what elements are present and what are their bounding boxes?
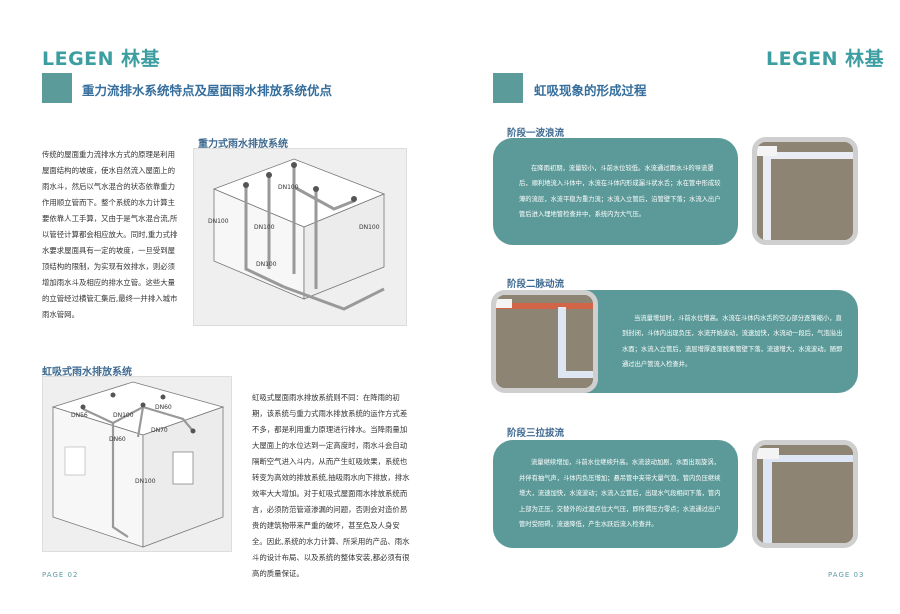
- siphon-diagram-title: 虹吸式雨水排放系统: [42, 367, 132, 378]
- page-number-right: PAGE 03: [828, 571, 865, 579]
- stage2-text: 当流量增加时，斗前水位增高。水流在斗体内水舌的空心部分逐渐缩小，直到封闭，斗体内…: [618, 296, 850, 387]
- section-title-right: 虹吸现象的形成过程: [534, 83, 647, 98]
- stage1-text: 在降雨初期，流量较小，斗前水位较低。水流通过雨水斗的导流罩后，顺利地流入斗体中，…: [519, 164, 721, 219]
- stage1-bubble: 在降雨初期，流量较小，斗前水位较低。水流通过雨水斗的导流罩后，顺利地流入斗体中，…: [493, 138, 738, 245]
- siphon-paragraph: 虹吸式屋面雨水排放系统则不同：在降雨的初期，该系统与重力式雨水排放系统的运作方式…: [252, 393, 410, 578]
- dn-label: DN100: [254, 224, 275, 231]
- intro-paragraph: 传统的屋面重力流排水方式的原理是利用屋面结构的坡度，使水自然流入屋面上的雨水斗，…: [42, 150, 178, 319]
- stage3-title: 阶段三拉拔流: [507, 428, 565, 439]
- dn-label: DN100: [135, 478, 156, 485]
- gravity-system-diagram: DN100 DN100 DN100 DN100 DN100: [193, 148, 407, 326]
- stage3-text: 流量继续增加，斗前水位继续升高。水流波动加剧，水面出现旋涡，并伴有抽气声，斗体内…: [519, 459, 721, 529]
- brand-logo-right: LEGEN 林基: [766, 48, 885, 70]
- stage2-text-content: 当流量增加时，斗前水位增高。水流在斗体内水舌的空心部分逐渐缩小，直到封闭，斗体内…: [622, 314, 843, 369]
- dn-label: DN56: [71, 412, 88, 419]
- dn-label: DN60: [109, 436, 126, 443]
- gravity-diagram-title: 重力式雨水排放系统: [198, 139, 288, 150]
- page-number-left: PAGE 02: [42, 571, 79, 579]
- stage1-photo: [752, 137, 858, 245]
- stage1-title: 阶段一波浪流: [507, 128, 565, 139]
- dn-label: DN60: [155, 404, 172, 411]
- dn-label: DN100: [278, 184, 299, 191]
- section-title-left: 重力流排水系统特点及屋面雨水排放系统优点: [82, 83, 333, 98]
- stage2-title: 阶段二脉动流: [507, 279, 565, 290]
- dn-label: DN100: [113, 412, 134, 419]
- title-marker-left: [42, 73, 72, 103]
- dn-label: DN100: [208, 218, 229, 225]
- dn-label: DN100: [256, 261, 277, 268]
- stage2-photo: [491, 290, 598, 393]
- stage3-bubble: 流量继续增加，斗前水位继续升高。水流波动加剧，水面出现旋涡，并伴有抽气声，斗体内…: [493, 440, 738, 548]
- dn-label: DN100: [359, 224, 380, 231]
- siphon-system-diagram: DN56 DN100 DN60 DN70 DN60 DN100: [42, 376, 232, 552]
- stage3-photo: [752, 440, 858, 548]
- brand-logo-left: LEGEN 林基: [42, 48, 161, 70]
- title-marker-right: [493, 73, 523, 103]
- dn-label: DN70: [151, 427, 168, 434]
